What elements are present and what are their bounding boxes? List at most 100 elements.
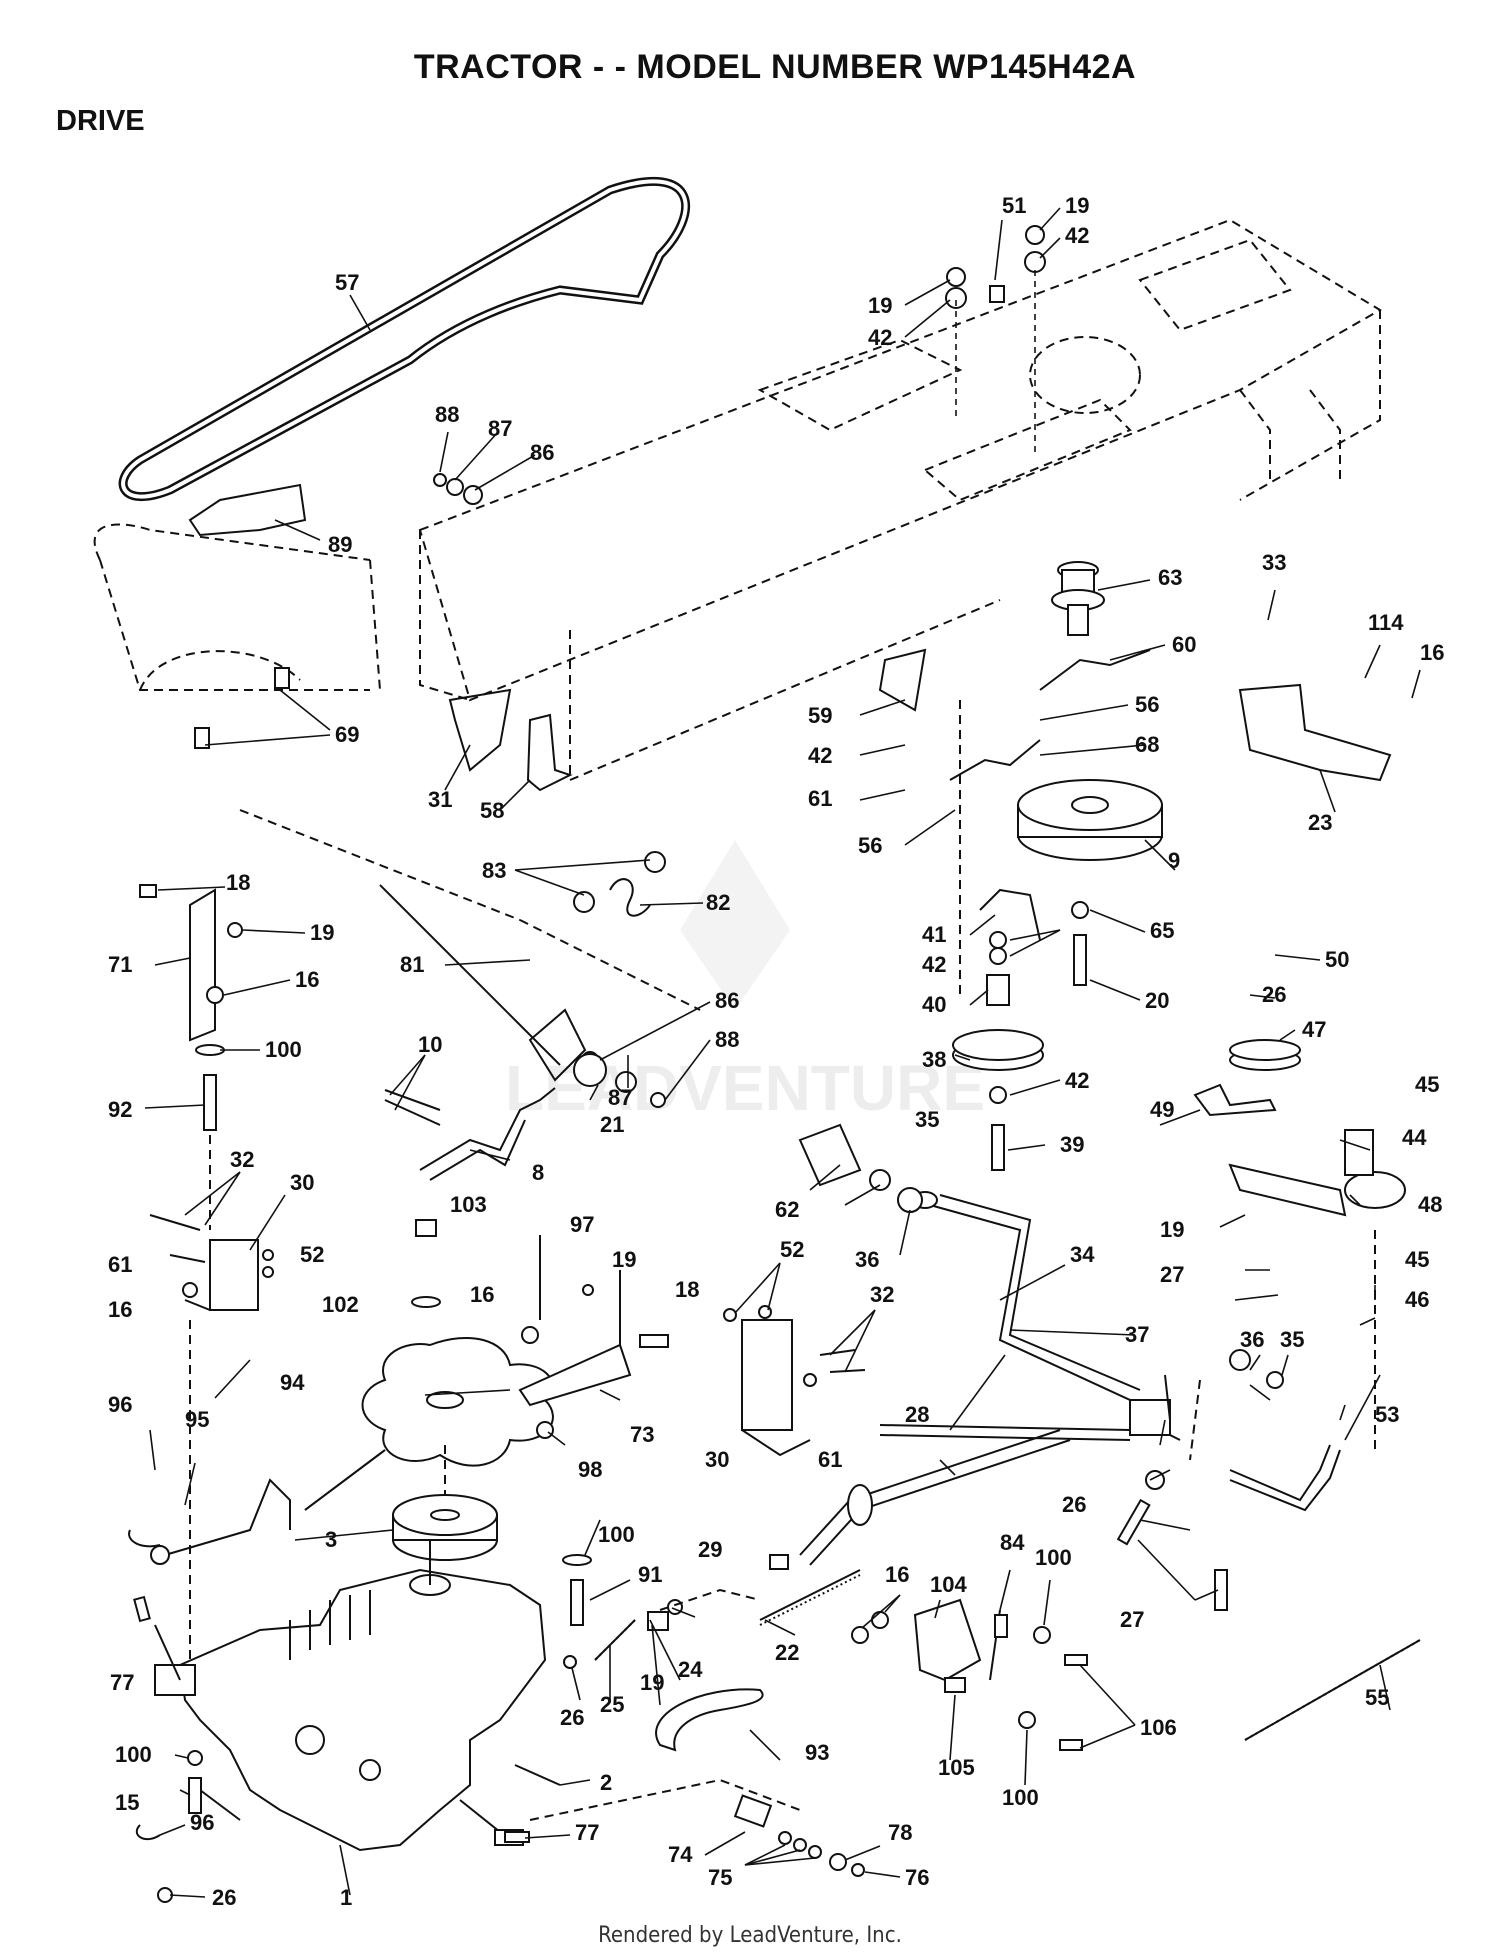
bolt-27: [1116, 1498, 1151, 1546]
electric-clutch: [1017, 779, 1163, 861]
callout-16d: 16: [470, 1282, 494, 1307]
callout-55: 55: [1365, 1685, 1389, 1710]
pin-37: [1164, 1374, 1171, 1421]
hardware-83-82: [573, 851, 666, 917]
callout-86b: 86: [715, 988, 739, 1013]
tube-62: [798, 1123, 1284, 1389]
callout-102: 102: [322, 1292, 359, 1317]
callout-84: 84: [1000, 1530, 1025, 1555]
callout-16b: 16: [295, 967, 319, 992]
callout-63: 63: [1158, 565, 1182, 590]
callout-87: 87: [488, 416, 512, 441]
callout-37: 37: [1125, 1322, 1149, 1347]
callout-19e: 19: [612, 1247, 636, 1272]
hose-93: [655, 1688, 764, 1752]
callout-81: 81: [400, 952, 424, 977]
callout-46: 46: [1405, 1287, 1429, 1312]
callout-103: 103: [450, 1192, 487, 1217]
callout-114: 114: [1368, 610, 1404, 635]
callout-52b: 52: [780, 1237, 804, 1262]
callout-100b: 100: [598, 1522, 635, 1547]
callout-10: 10: [418, 1032, 442, 1057]
callout-96a: 96: [108, 1392, 132, 1417]
bolts-69: [194, 667, 290, 749]
hardware-cluster-top: [433, 473, 483, 505]
callout-76: 76: [905, 1865, 929, 1890]
callout-73: 73: [630, 1422, 654, 1447]
callout-89: 89: [328, 532, 352, 557]
hardware-103-102: [411, 1219, 441, 1308]
callout-19c: 19: [310, 920, 334, 945]
idler-arm: [1193, 1039, 1406, 1217]
callout-1: 1: [340, 1885, 352, 1910]
bracket-23: [1238, 683, 1392, 782]
callout-19a: 19: [1065, 193, 1089, 218]
callout-30b: 30: [705, 1447, 729, 1472]
callout-21: 21: [600, 1112, 624, 1137]
callout-50: 50: [1325, 947, 1349, 972]
callout-36b: 36: [1240, 1327, 1264, 1352]
callout-49: 49: [1150, 1097, 1174, 1122]
spindle-63: [1051, 561, 1105, 636]
bracket-30-left: [149, 1214, 274, 1311]
callout-59: 59: [808, 703, 832, 728]
callout-100d: 100: [115, 1742, 152, 1767]
callout-68: 68: [1135, 732, 1159, 757]
callout-62: 62: [775, 1197, 799, 1222]
callout-18b: 18: [675, 1277, 699, 1302]
drive-belt: [118, 176, 691, 502]
callout-82: 82: [706, 890, 730, 915]
callout-42d: 42: [922, 952, 946, 977]
callout-60: 60: [1172, 632, 1196, 657]
callout-40: 40: [922, 992, 946, 1017]
callout-100c: 100: [1035, 1545, 1072, 1570]
belt-guide: [188, 483, 307, 537]
fender-dashed: [93, 523, 381, 691]
callout-38: 38: [922, 1047, 946, 1072]
bracket-58: [526, 713, 573, 792]
input-pulley: [392, 1494, 498, 1561]
callout-25: 25: [600, 1692, 624, 1717]
callout-91: 91: [638, 1562, 662, 1587]
callout-35b: 35: [1280, 1327, 1304, 1352]
callout-93: 93: [805, 1740, 829, 1765]
callout-61c: 61: [818, 1447, 842, 1472]
callout-77a: 77: [110, 1670, 134, 1695]
bracket-31: [448, 688, 512, 772]
spring-68: [949, 739, 1041, 781]
callout-19b: 19: [868, 293, 892, 318]
callout-61b: 61: [108, 1252, 132, 1277]
callout-86: 86: [530, 440, 554, 465]
callout-104: 104: [930, 1572, 967, 1597]
pulley-stack: [952, 931, 1044, 1171]
callout-47: 47: [1302, 1017, 1326, 1042]
callout-28: 28: [905, 1402, 929, 1427]
callout-100a: 100: [265, 1037, 302, 1062]
callout-88b: 88: [715, 1027, 739, 1052]
callout-78: 78: [888, 1820, 912, 1845]
callout-74: 74: [668, 1842, 693, 1867]
callout-2: 2: [600, 1770, 612, 1795]
hardware-column-top: [945, 225, 1046, 455]
callout-44: 44: [1402, 1125, 1427, 1150]
brake-rod: [150, 1449, 386, 1565]
callout-33: 33: [1262, 550, 1286, 575]
callout-27b: 27: [1120, 1607, 1144, 1632]
bolt-27b: [1214, 1569, 1228, 1611]
callout-32b: 32: [870, 1282, 894, 1307]
callout-53: 53: [1375, 1402, 1399, 1427]
footer-credit: Rendered by LeadVenture, Inc.: [598, 1923, 902, 1948]
brake-cross-shaft: [879, 1191, 1341, 1512]
callout-83: 83: [482, 858, 506, 883]
cooling-fan: [361, 1337, 554, 1467]
callout-41: 41: [922, 922, 946, 947]
callout-56a: 56: [1135, 692, 1159, 717]
callout-34: 34: [1070, 1242, 1095, 1267]
brake-link-rod: [759, 1429, 1071, 1626]
callout-69: 69: [335, 722, 359, 747]
callout-95: 95: [185, 1407, 209, 1432]
callout-57: 57: [335, 270, 359, 295]
callout-75: 75: [708, 1865, 732, 1890]
callout-106: 106: [1140, 1715, 1177, 1740]
callout-22: 22: [775, 1640, 799, 1665]
